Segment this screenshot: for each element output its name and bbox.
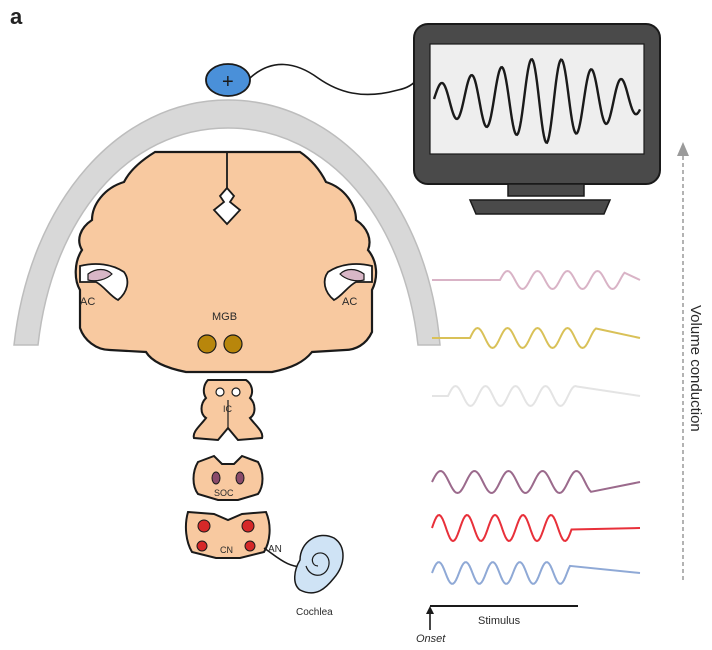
trace-ic — [432, 386, 640, 406]
soc-nucleus-right — [236, 472, 244, 484]
label-cochlea: Cochlea — [296, 607, 333, 618]
cn-nucleus-ll — [197, 541, 207, 551]
volume-conduction-arrowhead — [677, 142, 689, 156]
soc-nucleus-left — [212, 472, 220, 484]
monitor-stand — [470, 200, 610, 214]
trace-mgb — [432, 328, 640, 348]
panel-label: a — [10, 4, 23, 29]
onset-arrowhead — [426, 606, 434, 614]
label-onset: Onset — [416, 633, 446, 645]
cn-nucleus-ur — [242, 520, 254, 532]
cn-nucleus-lr — [245, 541, 255, 551]
trace-cn — [432, 515, 640, 541]
label-cn: CN — [220, 545, 233, 555]
electrode-cable — [250, 64, 418, 94]
trace-soc — [432, 471, 640, 493]
ic-hole-left — [216, 388, 224, 396]
electrode-symbol: + — [222, 71, 234, 93]
monitor-neck — [508, 184, 584, 196]
label-ac-left: AC — [80, 296, 95, 308]
label-ic: IC — [223, 404, 233, 414]
label-ac-right: AC — [342, 296, 357, 308]
cn-nucleus-ul — [198, 520, 210, 532]
label-mgb: MGB — [212, 311, 237, 323]
mgb-nucleus-left — [198, 335, 216, 353]
label-stimulus: Stimulus — [478, 615, 521, 627]
monitor-screen — [430, 44, 644, 154]
mgb-nucleus-right — [224, 335, 242, 353]
component-traces — [432, 271, 640, 584]
trace-ac — [432, 271, 640, 289]
label-an: AN — [268, 544, 282, 555]
ic-hole-right — [232, 388, 240, 396]
label-volume-conduction: Volume conduction — [687, 305, 704, 432]
cochlea-shape — [295, 535, 343, 592]
trace-an — [432, 562, 640, 584]
label-soc: SOC — [214, 488, 234, 498]
